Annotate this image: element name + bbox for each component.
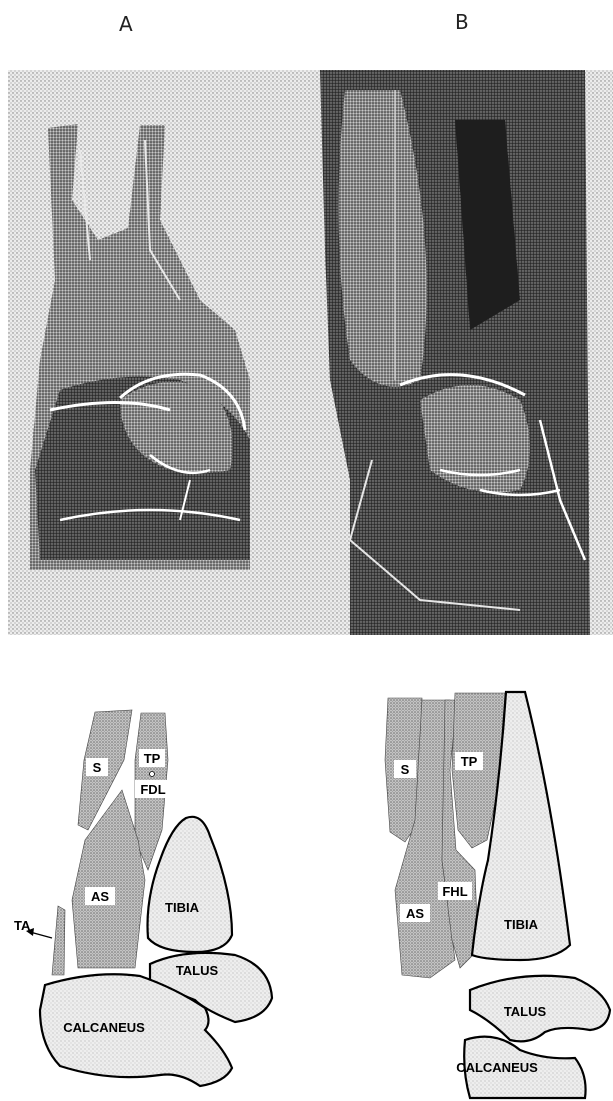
label-as-a: AS <box>91 889 109 904</box>
label-tibia-b: TIBIA <box>504 917 539 932</box>
label-s-b: S <box>401 762 410 777</box>
bone-tibia-a <box>148 817 233 952</box>
label-fhl-b: FHL <box>442 884 467 899</box>
label-as-b: AS <box>406 906 424 921</box>
label-tibia-a: TIBIA <box>165 900 200 915</box>
diagram-a: S TP FDL AS TIBIA TA TALUS CALCANEUS <box>14 710 272 1086</box>
label-s-a: S <box>93 760 102 775</box>
label-tp-b: TP <box>461 754 478 769</box>
label-tp-a: TP <box>144 751 161 766</box>
label-dot-a <box>150 772 155 777</box>
label-talus-a: TALUS <box>176 963 219 978</box>
label-calcaneus-a: CALCANEUS <box>63 1020 145 1035</box>
muscle-ta-a <box>52 906 65 975</box>
label-fdl-a: FDL <box>140 782 165 797</box>
label-ta-a: TA <box>14 918 31 933</box>
label-talus-b: TALUS <box>504 1004 547 1019</box>
label-calcaneus-b: CALCANEUS <box>456 1060 538 1075</box>
diagram-b: S TP FHL AS TIBIA TALUS CALCANEUS <box>385 692 610 1098</box>
